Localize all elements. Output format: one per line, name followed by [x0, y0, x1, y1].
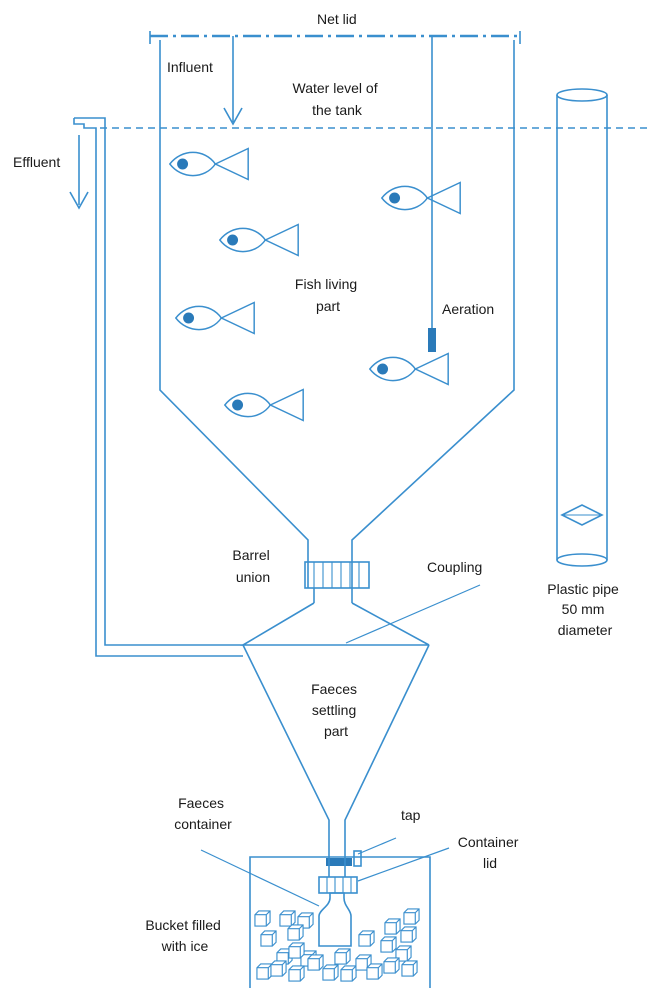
- barrel-union: [304, 561, 370, 603]
- effluent-pipe: [69, 117, 243, 657]
- fish-icon: [175, 301, 255, 335]
- fish-tank-wall: [159, 40, 515, 588]
- label-bucket-with-ice: Bucket filled with ice: [145, 917, 224, 954]
- plastic-pipe: [556, 88, 608, 567]
- fish-icon: [369, 352, 449, 386]
- label-pointers: [200, 584, 481, 907]
- net-lid: [149, 31, 521, 44]
- fish-icon: [224, 388, 304, 422]
- fish-icon: [381, 181, 461, 215]
- label-fish-living-part: Fish living part: [295, 276, 361, 314]
- label-plastic-pipe: Plastic pipe 50 mm diameter: [547, 581, 622, 638]
- influent-arrow-icon: [223, 36, 243, 126]
- label-influent: Influent: [167, 59, 213, 75]
- label-aeration: Aeration: [442, 301, 494, 317]
- label-faeces-settling-part: Faeces settling part: [311, 681, 361, 739]
- label-coupling: Coupling: [427, 559, 482, 575]
- tap: [326, 850, 362, 867]
- fish-icon: [219, 223, 299, 257]
- label-net-lid: Net lid: [317, 11, 357, 27]
- faeces-container: [318, 892, 352, 947]
- label-barrel-union: Barrel union: [232, 547, 273, 585]
- container-lid: [318, 876, 358, 894]
- ice-bucket: [249, 856, 431, 988]
- label-tap: tap: [401, 807, 421, 823]
- label-container-lid: Container lid: [458, 834, 523, 871]
- label-water-level: Water level of the tank: [293, 80, 382, 118]
- aeration-tube: [428, 36, 436, 352]
- fish-icon: [169, 147, 249, 181]
- label-effluent: Effluent: [13, 154, 60, 170]
- label-faeces-container: Faeces container: [174, 795, 232, 832]
